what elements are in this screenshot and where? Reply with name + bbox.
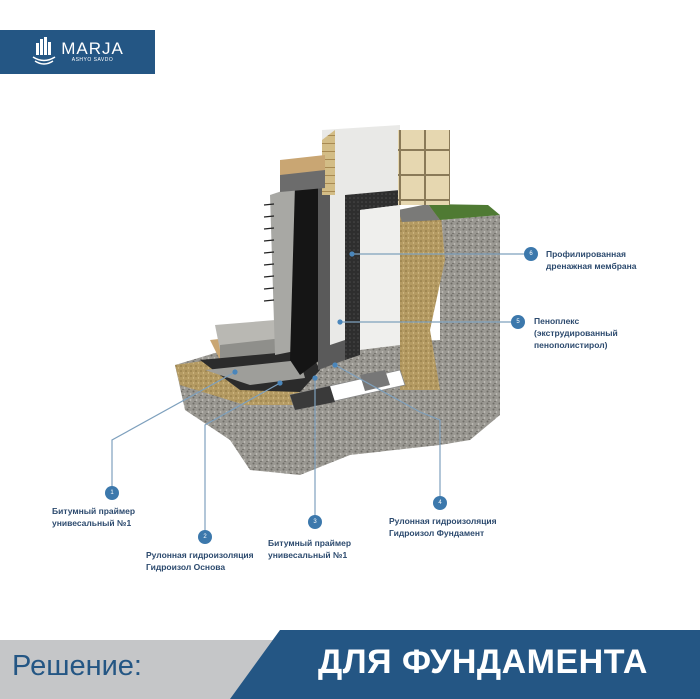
callout-2-label: Рулонная гидроизоляция Гидроизол Основа [146,549,254,573]
callout-5-line3: пенополистирол) [534,340,608,350]
marker-1: 1 [105,486,119,500]
callout-3-line1: Битумный праймер [268,538,352,548]
callout-5-line1: Пеноплекс [534,316,580,326]
brand-logo: MARJA ASHYO SAVDO [0,30,155,74]
footer-blue-band [230,630,700,699]
callout-4-line2: Гидроизол Фундамент [389,528,485,538]
callout-5-line2: (экструдированный [534,328,618,338]
callout-3-line2: унивесальный №1 [268,550,348,560]
callout-6-line1: Профилированная [546,249,626,259]
callout-5-label: Пеноплекс (экструдированный пенополистир… [534,315,618,351]
callout-6-line2: дренажная мембрана [546,261,637,271]
callout-3-label: Битумный праймер унивесальный №1 [268,537,351,561]
marker-4: 4 [433,496,447,510]
callout-4-label: Рулонная гидроизоляция Гидроизол Фундаме… [389,515,497,539]
brand-name: MARJA [61,39,124,58]
marker-6: 6 [524,247,538,261]
building-logo-icon [32,37,56,65]
marker-5: 5 [511,315,525,329]
callout-2-line2: Гидроизол Основа [146,562,226,572]
foundation-cross-section-diagram [111,125,527,535]
callout-1-line1: Битумный праймер [52,506,136,516]
marker-3: 3 [308,515,322,529]
callout-6-label: Профилированная дренажная мембрана [546,248,637,272]
marker-2: 2 [198,530,212,544]
footer-title: ДЛЯ ФУНДАМЕНТА [318,643,648,681]
callout-1-line2: унивесальный №1 [52,518,132,528]
callout-1-label: Битумный праймер унивесальный №1 [52,505,135,529]
brand-subtitle: ASHYO SAVDO [71,57,114,63]
callout-4-line1: Рулонная гидроизоляция [389,516,497,526]
callout-2-line1: Рулонная гидроизоляция [146,550,254,560]
footer-solution-label: Решение: [12,650,142,682]
